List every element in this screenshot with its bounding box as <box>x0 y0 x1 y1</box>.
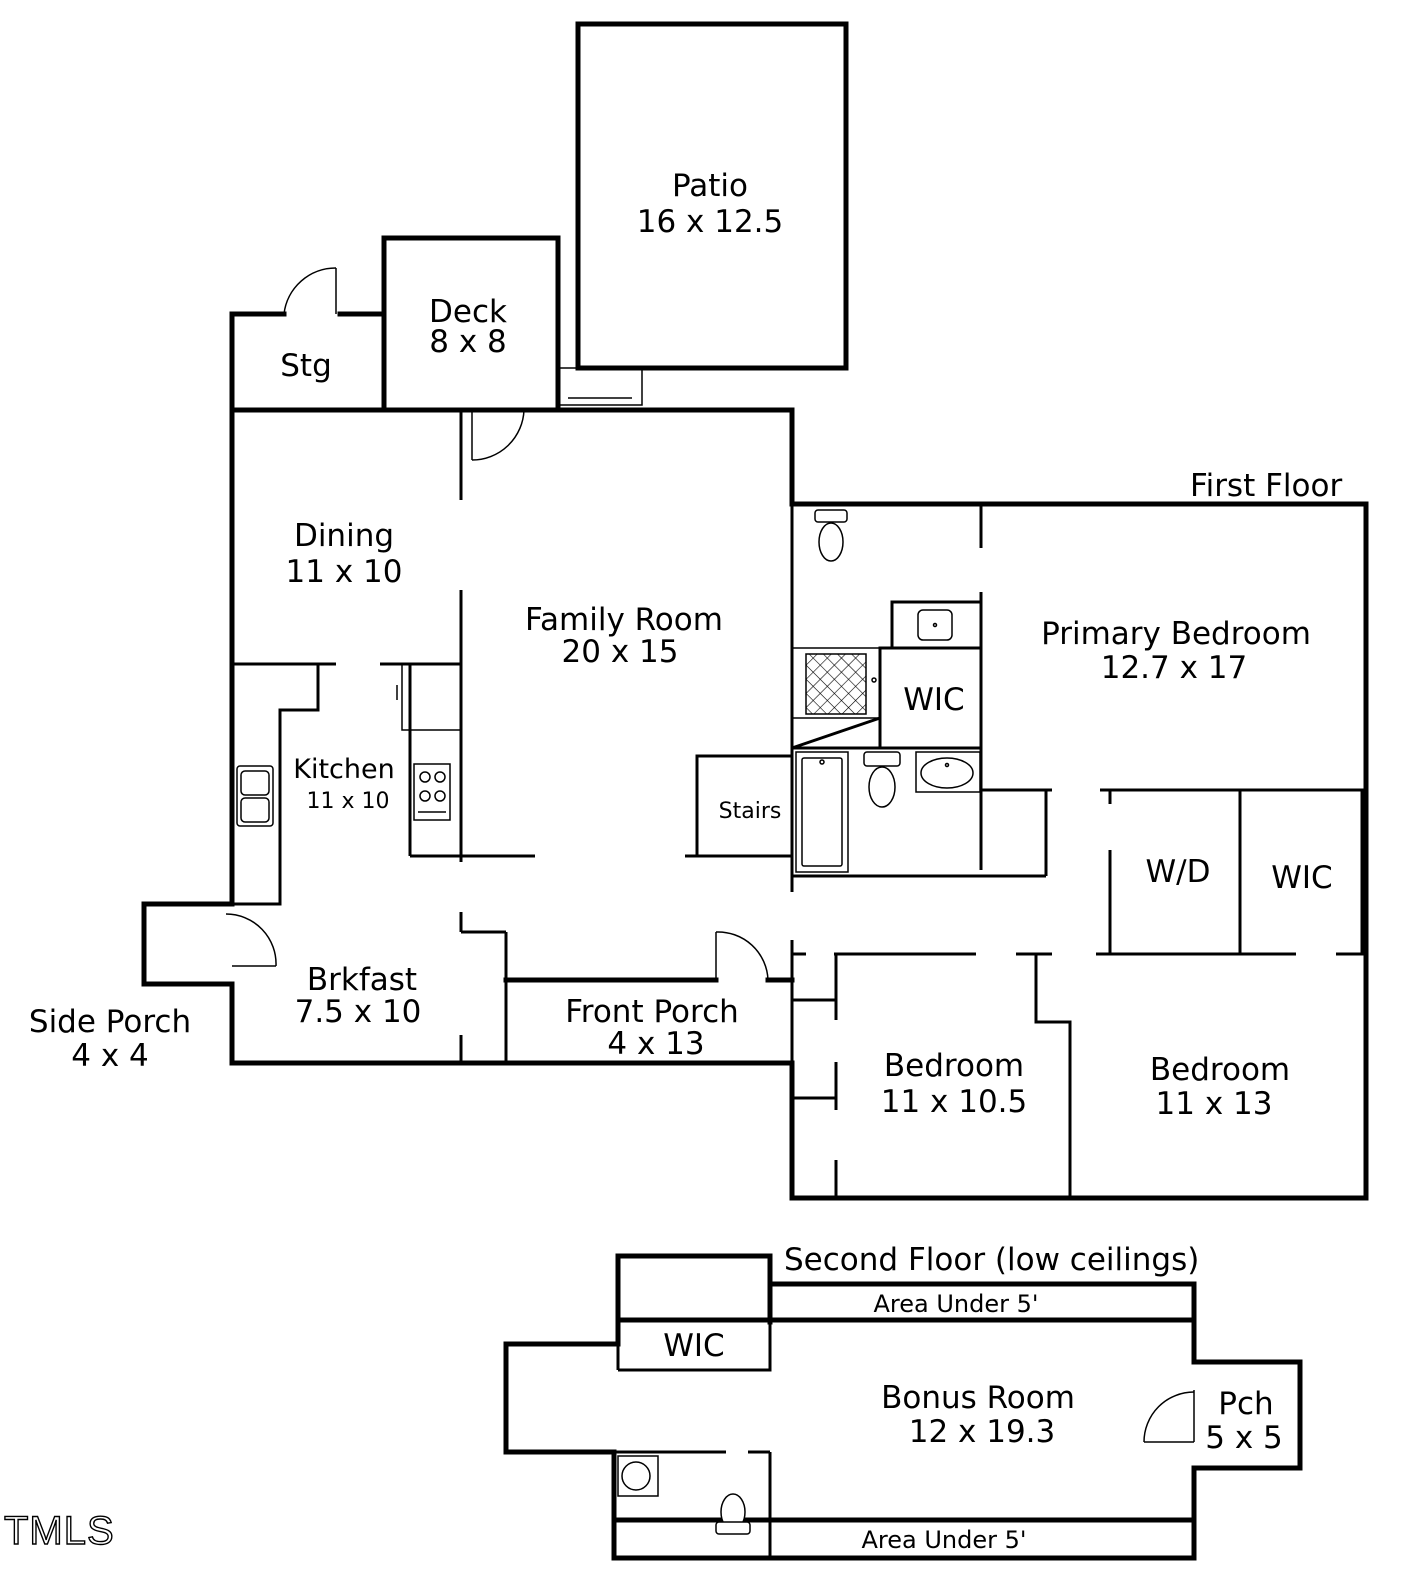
kitchen-dims: 11 x 10 <box>307 789 390 814</box>
tmls-logo: TMLS <box>4 1509 115 1553</box>
bath-sink-icon <box>915 751 981 793</box>
bedroom-2-label: Bedroom <box>1150 1052 1290 1088</box>
storage-label: Stg <box>280 348 332 384</box>
dining-dims: 11 x 10 <box>286 554 403 590</box>
dining-label: Dining <box>294 518 394 554</box>
bonus-room-dims: 12 x 19.3 <box>909 1414 1056 1450</box>
second-floor-title: Second Floor (low ceilings) <box>784 1242 1199 1278</box>
vanity-sink-icon <box>917 609 953 641</box>
bedroom-1-label: Bedroom <box>884 1048 1024 1084</box>
stove-icon <box>413 763 451 821</box>
primary-wic-label: WIC <box>903 682 964 718</box>
area-under-bottom-outline <box>611 1517 1197 1561</box>
hall-wic-label: WIC <box>1271 860 1332 896</box>
bath-sink-icon <box>617 1455 659 1497</box>
shower-icon <box>791 647 881 719</box>
deck-dims: 8 x 8 <box>429 324 507 360</box>
brkfast-label: Brkfast <box>307 962 417 998</box>
patio-step <box>557 367 643 406</box>
patio-label: Patio <box>672 168 748 204</box>
pch-dims: 5 x 5 <box>1205 1420 1283 1456</box>
primary-bedroom-label: Primary Bedroom <box>1041 616 1311 652</box>
bonus-room-label: Bonus Room <box>881 1380 1075 1416</box>
second-floor <box>503 1253 1303 1561</box>
second-wic-label: WIC <box>663 1328 724 1364</box>
area-under-bottom-label: Area Under 5' <box>862 1526 1027 1554</box>
front-porch-dims: 4 x 13 <box>607 1026 704 1062</box>
kitchen-label: Kitchen <box>293 754 394 785</box>
brkfast-dims: 7.5 x 10 <box>295 994 422 1030</box>
kitchen-sink-icon <box>236 765 274 827</box>
first-floor <box>141 21 1369 1201</box>
bathtub-icon <box>795 751 849 873</box>
stairs-label: Stairs <box>719 799 782 824</box>
toilet-icon <box>863 751 901 808</box>
storage-outline <box>229 311 287 413</box>
pch-label: Pch <box>1218 1386 1273 1422</box>
patio-outline <box>575 21 849 371</box>
family-room-label: Family Room <box>525 602 723 638</box>
deck-label: Deck <box>429 294 507 330</box>
first-floor-title: First Floor <box>1190 468 1342 504</box>
family-room-dims: 20 x 15 <box>562 634 679 670</box>
bedroom-1-dims: 11 x 10.5 <box>881 1084 1028 1120</box>
bedroom-2-dims: 11 x 13 <box>1156 1086 1273 1122</box>
room-labels: Patio 16 x 12.5 Deck 8 x 8 Stg Dining 11… <box>29 168 1343 1554</box>
side-porch-dims: 4 x 4 <box>71 1038 149 1074</box>
area-under-top-label: Area Under 5' <box>874 1290 1039 1318</box>
primary-bedroom-dims: 12.7 x 17 <box>1101 650 1248 686</box>
wd-label: W/D <box>1146 854 1211 890</box>
side-porch-label: Side Porch <box>29 1004 191 1040</box>
toilet-icon <box>715 1493 751 1535</box>
front-porch-label: Front Porch <box>565 994 739 1030</box>
deck-outline <box>381 235 561 413</box>
toilet-icon <box>814 509 848 562</box>
patio-dims: 16 x 12.5 <box>637 204 784 240</box>
stairs-outline <box>695 754 794 858</box>
